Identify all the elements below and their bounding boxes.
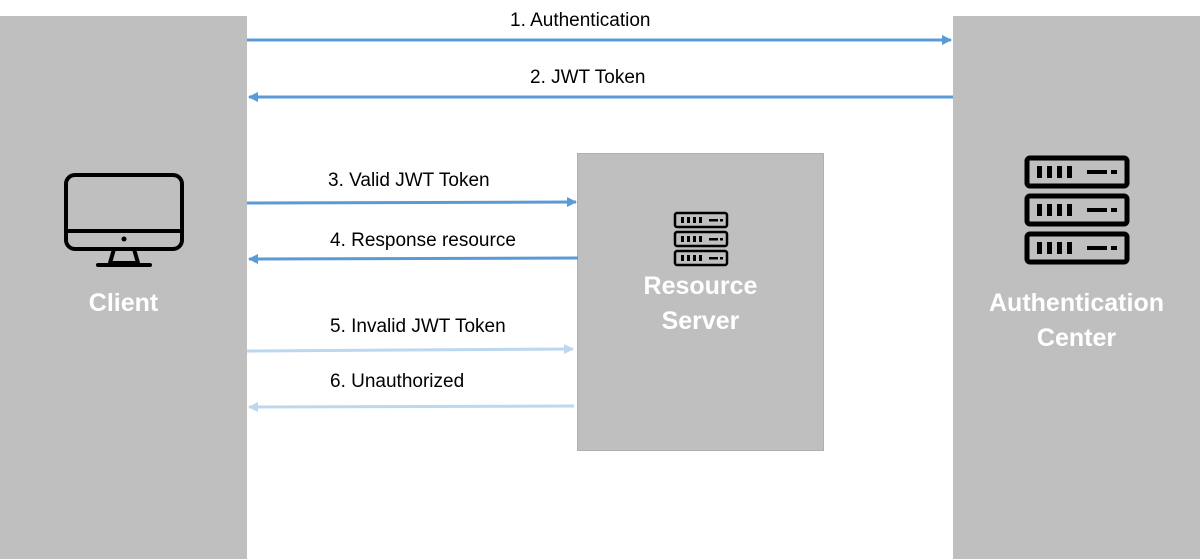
resource-server-label: Resource Server (578, 269, 823, 339)
client-node: Client (0, 16, 247, 559)
arrow-4-label: 4. Response resource (330, 230, 516, 251)
auth-center-label-line2: Center (1036, 324, 1117, 352)
desktop-monitor-icon (64, 173, 184, 267)
arrow-4-line (248, 253, 579, 264)
client-label-text: Client (88, 289, 159, 317)
server-rack-icon (1024, 155, 1130, 265)
resource-server-label-line2: Server (661, 307, 740, 335)
auth-center-label: Authentication Center (953, 286, 1200, 356)
arrow-5-label: 5. Invalid JWT Token (330, 316, 506, 337)
auth-center-label-line1: Authentication (989, 289, 1164, 317)
arrow-5-line (246, 344, 574, 355)
arrow-3-label: 3. Valid JWT Token (328, 170, 490, 191)
arrow-6-label: 6. Unauthorized (330, 371, 465, 392)
auth-center-node: Authentication Center (953, 16, 1200, 559)
arrow-1-label: 1. Authentication (510, 10, 651, 31)
arrow-2-label: 2. JWT Token (530, 67, 646, 88)
resource-server-label-line1: Resource (643, 272, 758, 300)
client-label: Client (0, 286, 247, 321)
server-rack-icon (673, 211, 729, 267)
arrow-6-line (248, 401, 575, 412)
arrow-3-line (246, 197, 577, 208)
resource-server-node: Resource Server (577, 153, 824, 451)
